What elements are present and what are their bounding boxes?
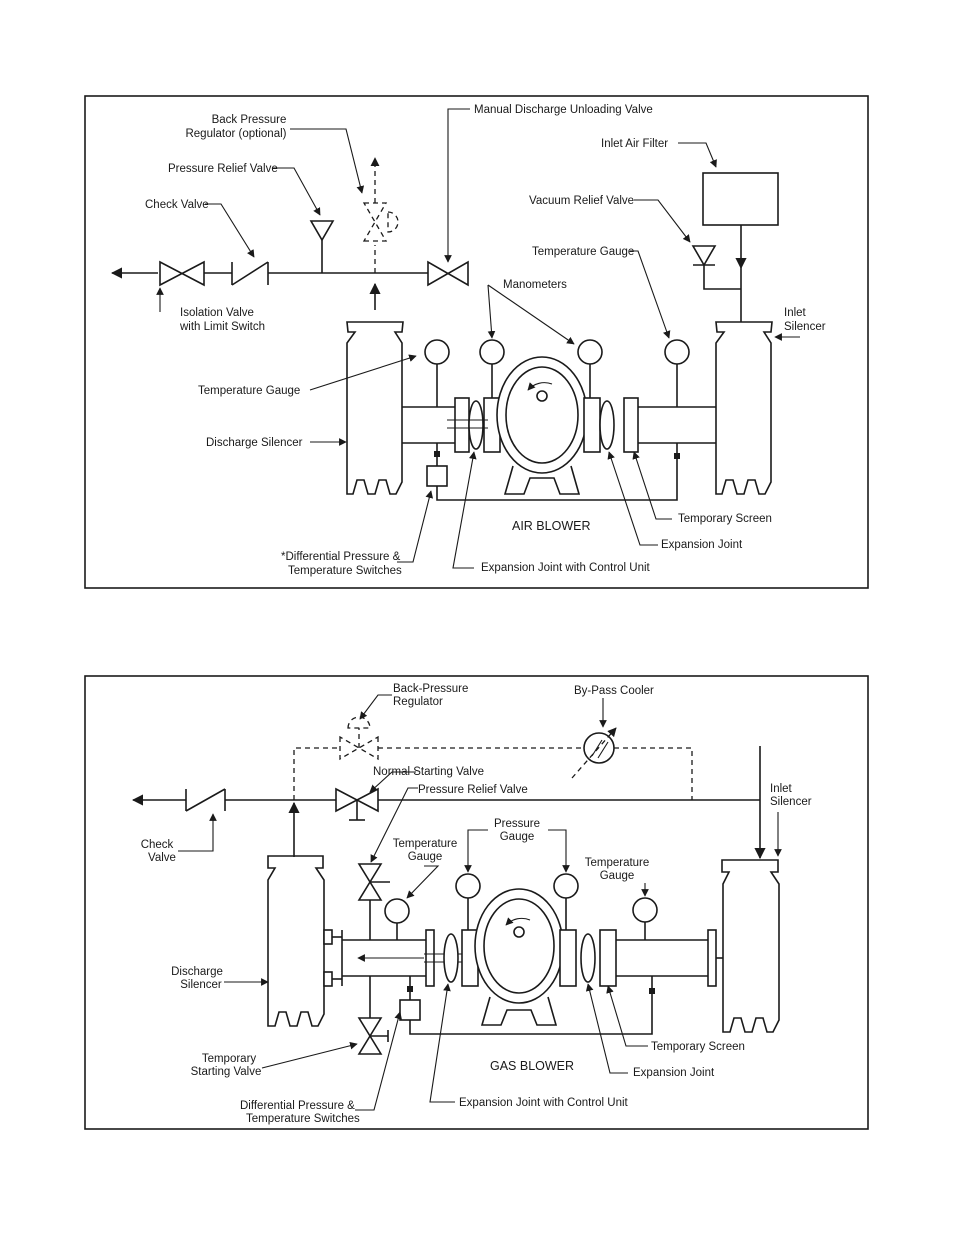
expansion-joint — [599, 400, 615, 450]
label-vacuum-relief-valve: Vacuum Relief Valve — [529, 195, 634, 207]
label-isolation-valve: Isolation Valve — [180, 307, 254, 319]
air-blower-body — [496, 356, 588, 495]
label-gas-expansion-joint-control-unit: Expansion Joint with Control Unit — [459, 1097, 629, 1109]
label-discharge-silencer: Discharge Silencer — [206, 437, 303, 449]
air-diagram-frame — [84, 95, 869, 589]
label-gas-discharge-silencer: Discharge — [171, 966, 223, 978]
vacuum-relief-valve-symbol — [691, 245, 741, 290]
label-gas-temporary-screen: Temporary Screen — [651, 1041, 745, 1053]
label-check-valve: Check Valve — [145, 199, 209, 211]
label-inlet-air-filter: Inlet Air Filter — [601, 138, 668, 150]
label-inlet-silencer: Inlet — [784, 307, 807, 319]
isolation-valve-symbol — [159, 260, 205, 287]
label-normal-starting-valve: Normal Starting Valve — [373, 766, 484, 778]
gas-pressure-gauge-inlet — [553, 873, 579, 930]
gas-pressure-relief-valve-symbol — [357, 863, 390, 940]
differential-pressure-switches — [426, 443, 680, 501]
label-gas-check-valve: Check — [141, 839, 174, 851]
label-temporary-starting-valve: Temporary — [202, 1053, 257, 1065]
air-leader-lines — [156, 108, 800, 569]
normal-starting-valve-symbol — [335, 787, 379, 821]
label-differential-switches: *Differential Pressure & — [281, 551, 401, 563]
label-gas-temperature-gauge-discharge-2: Gauge — [408, 851, 443, 863]
gas-check-valve-symbol — [185, 788, 226, 812]
gas-differential-pressure-switches — [399, 976, 655, 1035]
gas-temporary-screen — [599, 929, 617, 987]
label-gas-temperature-gauge-discharge: Temperature — [393, 838, 458, 850]
label-differential-switches-2: Temperature Switches — [288, 565, 402, 577]
check-valve-symbol — [231, 261, 269, 286]
temperature-gauge-discharge — [424, 339, 450, 407]
gas-temperature-gauge-inlet — [632, 897, 658, 940]
gas-pressure-gauge-discharge — [455, 873, 481, 930]
label-gas-check-valve-2: Valve — [148, 852, 176, 864]
label-bypass-cooler: By-Pass Cooler — [574, 685, 654, 697]
label-gas-differential-switches-2: Temperature Switches — [246, 1113, 360, 1125]
back-pressure-regulator-symbol — [362, 157, 399, 273]
gas-temperature-gauge-discharge — [384, 898, 410, 940]
gas-diagram-frame — [84, 675, 869, 1130]
label-temporary-starting-valve-2: Starting Valve — [191, 1066, 262, 1078]
gas-inlet-silencer — [721, 859, 780, 1033]
expansion-joint-control-unit — [468, 400, 484, 450]
label-gas-temperature-gauge-inlet: Temperature — [585, 857, 650, 869]
label-inlet-silencer-2: Silencer — [784, 321, 826, 333]
manual-discharge-unloading-valve-symbol — [427, 260, 469, 287]
gas-blower-title: GAS BLOWER — [490, 1059, 574, 1073]
bypass-cooler-symbol — [571, 727, 617, 779]
label-temperature-gauge-inlet: Temperature Gauge — [532, 246, 634, 258]
bypass-loop — [293, 747, 693, 800]
label-gas-discharge-silencer-2: Silencer — [180, 979, 222, 991]
label-manometers: Manometers — [503, 279, 567, 291]
inlet-air-filter — [702, 172, 779, 226]
label-gas-temperature-gauge-inlet-2: Gauge — [600, 870, 635, 882]
gas-expansion-joint-control-unit — [443, 933, 459, 983]
label-gas-inlet-silencer-2: Silencer — [770, 796, 812, 808]
label-pressure-gauge: Pressure — [494, 818, 540, 830]
temperature-gauge-inlet — [664, 339, 690, 407]
label-pressure-gauge-2: Gauge — [500, 831, 535, 843]
label-back-pressure-regulator: Back Pressure — [212, 114, 287, 126]
temporary-starting-valve-symbol — [357, 1017, 389, 1055]
label-gas-pressure-relief-valve: Pressure Relief Valve — [418, 784, 528, 796]
air-blower-title: AIR BLOWER — [512, 519, 591, 533]
label-back-pressure-regulator-2: Regulator (optional) — [185, 128, 286, 140]
temporary-screen — [623, 397, 639, 453]
label-gas-back-pressure-regulator: Back-Pressure — [393, 683, 468, 695]
gas-leader-lines — [178, 694, 782, 1111]
label-temperature-gauge-discharge: Temperature Gauge — [198, 385, 300, 397]
label-pressure-relief-valve: Pressure Relief Valve — [168, 163, 278, 175]
manometer-discharge — [479, 339, 505, 398]
label-gas-differential-switches: Differential Pressure & — [240, 1100, 355, 1112]
label-isolation-valve-2: with Limit Switch — [179, 321, 265, 333]
air-blower-diagram: Back Pressure Regulator (optional) Manua… — [84, 95, 869, 589]
gas-expansion-joint — [580, 933, 596, 983]
manometer-inlet — [577, 339, 603, 398]
label-temporary-screen: Temporary Screen — [678, 513, 772, 525]
label-gas-back-pressure-regulator-2: Regulator — [393, 696, 443, 708]
inlet-silencer — [715, 321, 773, 495]
gas-blower-body — [474, 888, 564, 1026]
label-manual-discharge-unloading-valve: Manual Discharge Unloading Valve — [474, 104, 653, 116]
label-expansion-joint-control-unit: Expansion Joint with Control Unit — [481, 562, 651, 574]
label-gas-inlet-silencer: Inlet — [770, 783, 793, 795]
label-expansion-joint: Expansion Joint — [661, 539, 743, 551]
pressure-relief-valve-symbol — [309, 220, 335, 273]
gas-discharge-silencer — [267, 855, 325, 1027]
gas-back-pressure-regulator-symbol — [339, 716, 379, 761]
label-gas-expansion-joint: Expansion Joint — [633, 1067, 715, 1079]
discharge-silencer — [346, 321, 404, 495]
gas-blower-diagram: Back-Pressure Regulator By-Pass Cooler N… — [84, 675, 869, 1130]
